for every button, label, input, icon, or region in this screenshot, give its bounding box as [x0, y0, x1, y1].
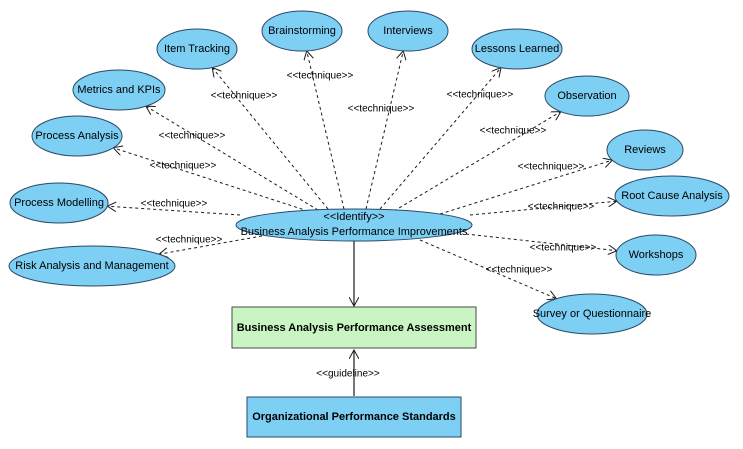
- technique-edge-item-tracking: [212, 68, 329, 210]
- technique-labels: <<technique>> <<technique>> <<technique>> <…: [141, 71, 597, 276]
- usecase-workshops[interactable]: Workshops: [615, 234, 697, 276]
- usecase-risk-analysis-and-management[interactable]: Risk Analysis and Management: [8, 245, 176, 287]
- central-usecase-label: Business Analysis Performance Improvemen…: [241, 226, 468, 238]
- usecase-label-observation: Observation: [557, 90, 616, 102]
- usecase-ellipse-lessons-learned: [471, 28, 563, 70]
- usecase-metrics-and-kpis[interactable]: Metrics and KPIs: [72, 69, 166, 111]
- usecase-ellipse-survey-or-questionnaire: [536, 293, 648, 335]
- technique-edge-reviews: [439, 160, 612, 215]
- technique-edge-workshops: [465, 233, 617, 251]
- standards-box[interactable]: Organizational Performance Standards: [246, 396, 462, 438]
- technique-edge-label-brainstorming: <<technique>>: [287, 71, 354, 82]
- usecase-label-root-cause-analysis: Root Cause Analysis: [621, 190, 723, 202]
- usecase-survey-or-questionnaire[interactable]: Survey or Questionnaire: [533, 293, 652, 335]
- usecase-label-reviews: Reviews: [624, 144, 666, 156]
- usecase-lessons-learned[interactable]: Lessons Learned: [471, 28, 563, 70]
- usecase-ellipse-root-cause-analysis: [614, 175, 730, 217]
- usecase-ellipse-risk-analysis-and-management: [8, 245, 176, 287]
- technique-edge-root-cause-analysis: [469, 201, 617, 216]
- usecase-ellipse-interviews: [367, 10, 449, 52]
- technique-edge-interviews: [365, 51, 403, 210]
- central-usecase[interactable]: <<Identify>> Business Analysis Performan…: [235, 208, 473, 242]
- usecase-brainstorming[interactable]: Brainstorming: [261, 10, 343, 52]
- usecase-root-cause-analysis[interactable]: Root Cause Analysis: [614, 175, 730, 217]
- technique-edge-label-risk-analysis-and-management: <<technique>>: [156, 235, 223, 246]
- usecase-ellipse-process-modelling: [9, 182, 109, 224]
- technique-edge-label-lessons-learned: <<technique>>: [447, 90, 514, 101]
- technique-edge-label-item-tracking: <<technique>>: [211, 91, 278, 102]
- usecase-ellipse-observation: [544, 75, 630, 117]
- assessment-box[interactable]: Business Analysis Performance Assessment: [231, 306, 477, 349]
- usecase-ellipse-brainstorming: [261, 10, 343, 52]
- usecase-ellipse-metrics-and-kpis: [72, 69, 166, 111]
- usecase-process-modelling[interactable]: Process Modelling: [9, 182, 109, 224]
- usecase-label-item-tracking: Item Tracking: [164, 43, 230, 55]
- technique-edge-process-modelling: [107, 206, 241, 216]
- usecase-label-interviews: Interviews: [383, 25, 433, 37]
- standards-label: Organizational Performance Standards: [252, 411, 456, 423]
- usecase-ellipse-process-analysis: [31, 115, 123, 157]
- technique-usecases: Item Tracking Brainstorming InterviewsLess…: [8, 10, 730, 335]
- technique-relations: [107, 51, 617, 299]
- technique-edge-label-metrics-and-kpis: <<technique>>: [159, 131, 226, 142]
- usecase-label-risk-analysis-and-management: Risk Analysis and Management: [15, 260, 168, 272]
- usecase-label-lessons-learned: Lessons Learned: [475, 43, 559, 55]
- technique-edge-metrics-and-kpis: [146, 106, 319, 211]
- technique-edge-process-analysis: [113, 148, 315, 214]
- usecase-label-process-analysis: Process Analysis: [35, 130, 119, 142]
- technique-edge-label-interviews: <<technique>>: [348, 104, 415, 115]
- technique-edge-label-process-modelling: <<technique>>: [141, 199, 208, 210]
- guideline-label: <<guideline>>: [316, 369, 380, 380]
- technique-edge-label-root-cause-analysis: <<technique>>: [528, 202, 595, 213]
- central-usecase-stereotype: <<Identify>>: [323, 211, 384, 223]
- technique-edge-survey-or-questionnaire: [419, 239, 557, 299]
- technique-edge-label-workshops: <<technique>>: [530, 243, 597, 254]
- usecase-observation[interactable]: Observation: [544, 75, 630, 117]
- technique-edge-label-observation: <<technique>>: [480, 126, 547, 137]
- usecase-ellipse-workshops: [615, 234, 697, 276]
- usecase-label-workshops: Workshops: [629, 249, 684, 261]
- usecase-ellipse-reviews: [606, 129, 684, 171]
- usecase-interviews[interactable]: Interviews: [367, 10, 449, 52]
- technique-edge-observation: [393, 112, 561, 212]
- assessment-label: Business Analysis Performance Assessment: [237, 322, 472, 334]
- technique-edge-label-survey-or-questionnaire: <<technique>>: [486, 265, 553, 276]
- usecase-process-analysis[interactable]: Process Analysis: [31, 115, 123, 157]
- usecase-label-survey-or-questionnaire: Survey or Questionnaire: [533, 308, 652, 320]
- usecase-item-tracking[interactable]: Item Tracking: [156, 28, 238, 70]
- technique-edge-label-reviews: <<technique>>: [518, 162, 585, 173]
- usecase-reviews[interactable]: Reviews: [606, 129, 684, 171]
- usecase-label-process-modelling: Process Modelling: [14, 197, 104, 209]
- usecase-label-brainstorming: Brainstorming: [268, 25, 336, 37]
- usecase-label-metrics-and-kpis: Metrics and KPIs: [77, 84, 161, 96]
- usecase-ellipse-item-tracking: [156, 28, 238, 70]
- technique-edge-label-process-analysis: <<technique>>: [150, 161, 217, 172]
- technique-edge-lessons-learned: [379, 68, 501, 210]
